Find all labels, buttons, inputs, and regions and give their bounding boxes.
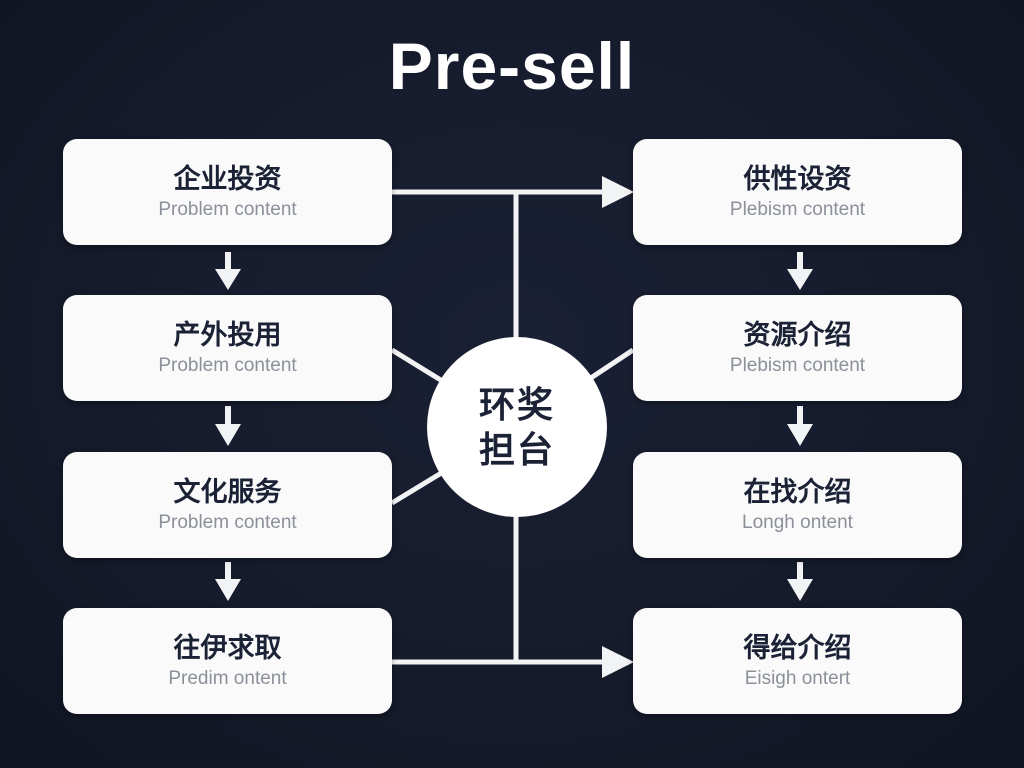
- down-arrow-left-2: [215, 406, 241, 446]
- down-arrow-right-1: [787, 252, 813, 290]
- node-subtitle: Plebism content: [729, 198, 866, 220]
- node-left-2: 产外投用 Problem content: [63, 295, 392, 401]
- node-subtitle: Predim ontent: [168, 667, 287, 689]
- node-title: 在找介绍: [743, 476, 852, 507]
- center-node-line1: 环奖: [478, 384, 555, 425]
- node-left-4: 往伊求取 Predim ontent: [63, 608, 392, 714]
- down-arrow-left-1: [215, 252, 241, 290]
- node-right-3: 在找介绍 Longh ontent: [633, 452, 962, 558]
- node-title: 供性设资: [743, 163, 852, 194]
- down-arrow-left-3: [215, 562, 241, 601]
- node-title: 得给介绍: [743, 632, 852, 663]
- node-subtitle: Problem content: [158, 198, 297, 220]
- node-title: 文化服务: [173, 476, 282, 507]
- arrow-top-horizontal: [392, 176, 634, 208]
- center-node-line2: 担台: [478, 429, 555, 470]
- node-left-1: 企业投资 Problem content: [63, 139, 392, 245]
- node-right-2: 资源介绍 Plebism content: [633, 295, 962, 401]
- node-subtitle: Problem content: [158, 511, 297, 533]
- arrow-bottom-horizontal: [392, 646, 634, 678]
- node-subtitle: Longh ontent: [742, 511, 853, 533]
- node-right-4: 得给介绍 Eisigh ontert: [633, 608, 962, 714]
- node-subtitle: Problem content: [158, 354, 297, 376]
- node-subtitle: Eisigh ontert: [744, 667, 851, 689]
- node-left-3: 文化服务 Problem content: [63, 452, 392, 558]
- node-title: 往伊求取: [173, 632, 282, 663]
- node-title: 企业投资: [173, 163, 282, 194]
- center-node: 环奖 担台: [427, 337, 607, 517]
- node-subtitle: Plebism content: [729, 354, 866, 376]
- node-title: 产外投用: [173, 319, 282, 350]
- down-arrow-right-2: [787, 406, 813, 446]
- down-arrow-right-3: [787, 562, 813, 601]
- node-right-1: 供性设资 Plebism content: [633, 139, 962, 245]
- node-title: 资源介绍: [743, 319, 852, 350]
- page-title: Pre-sell: [388, 29, 636, 103]
